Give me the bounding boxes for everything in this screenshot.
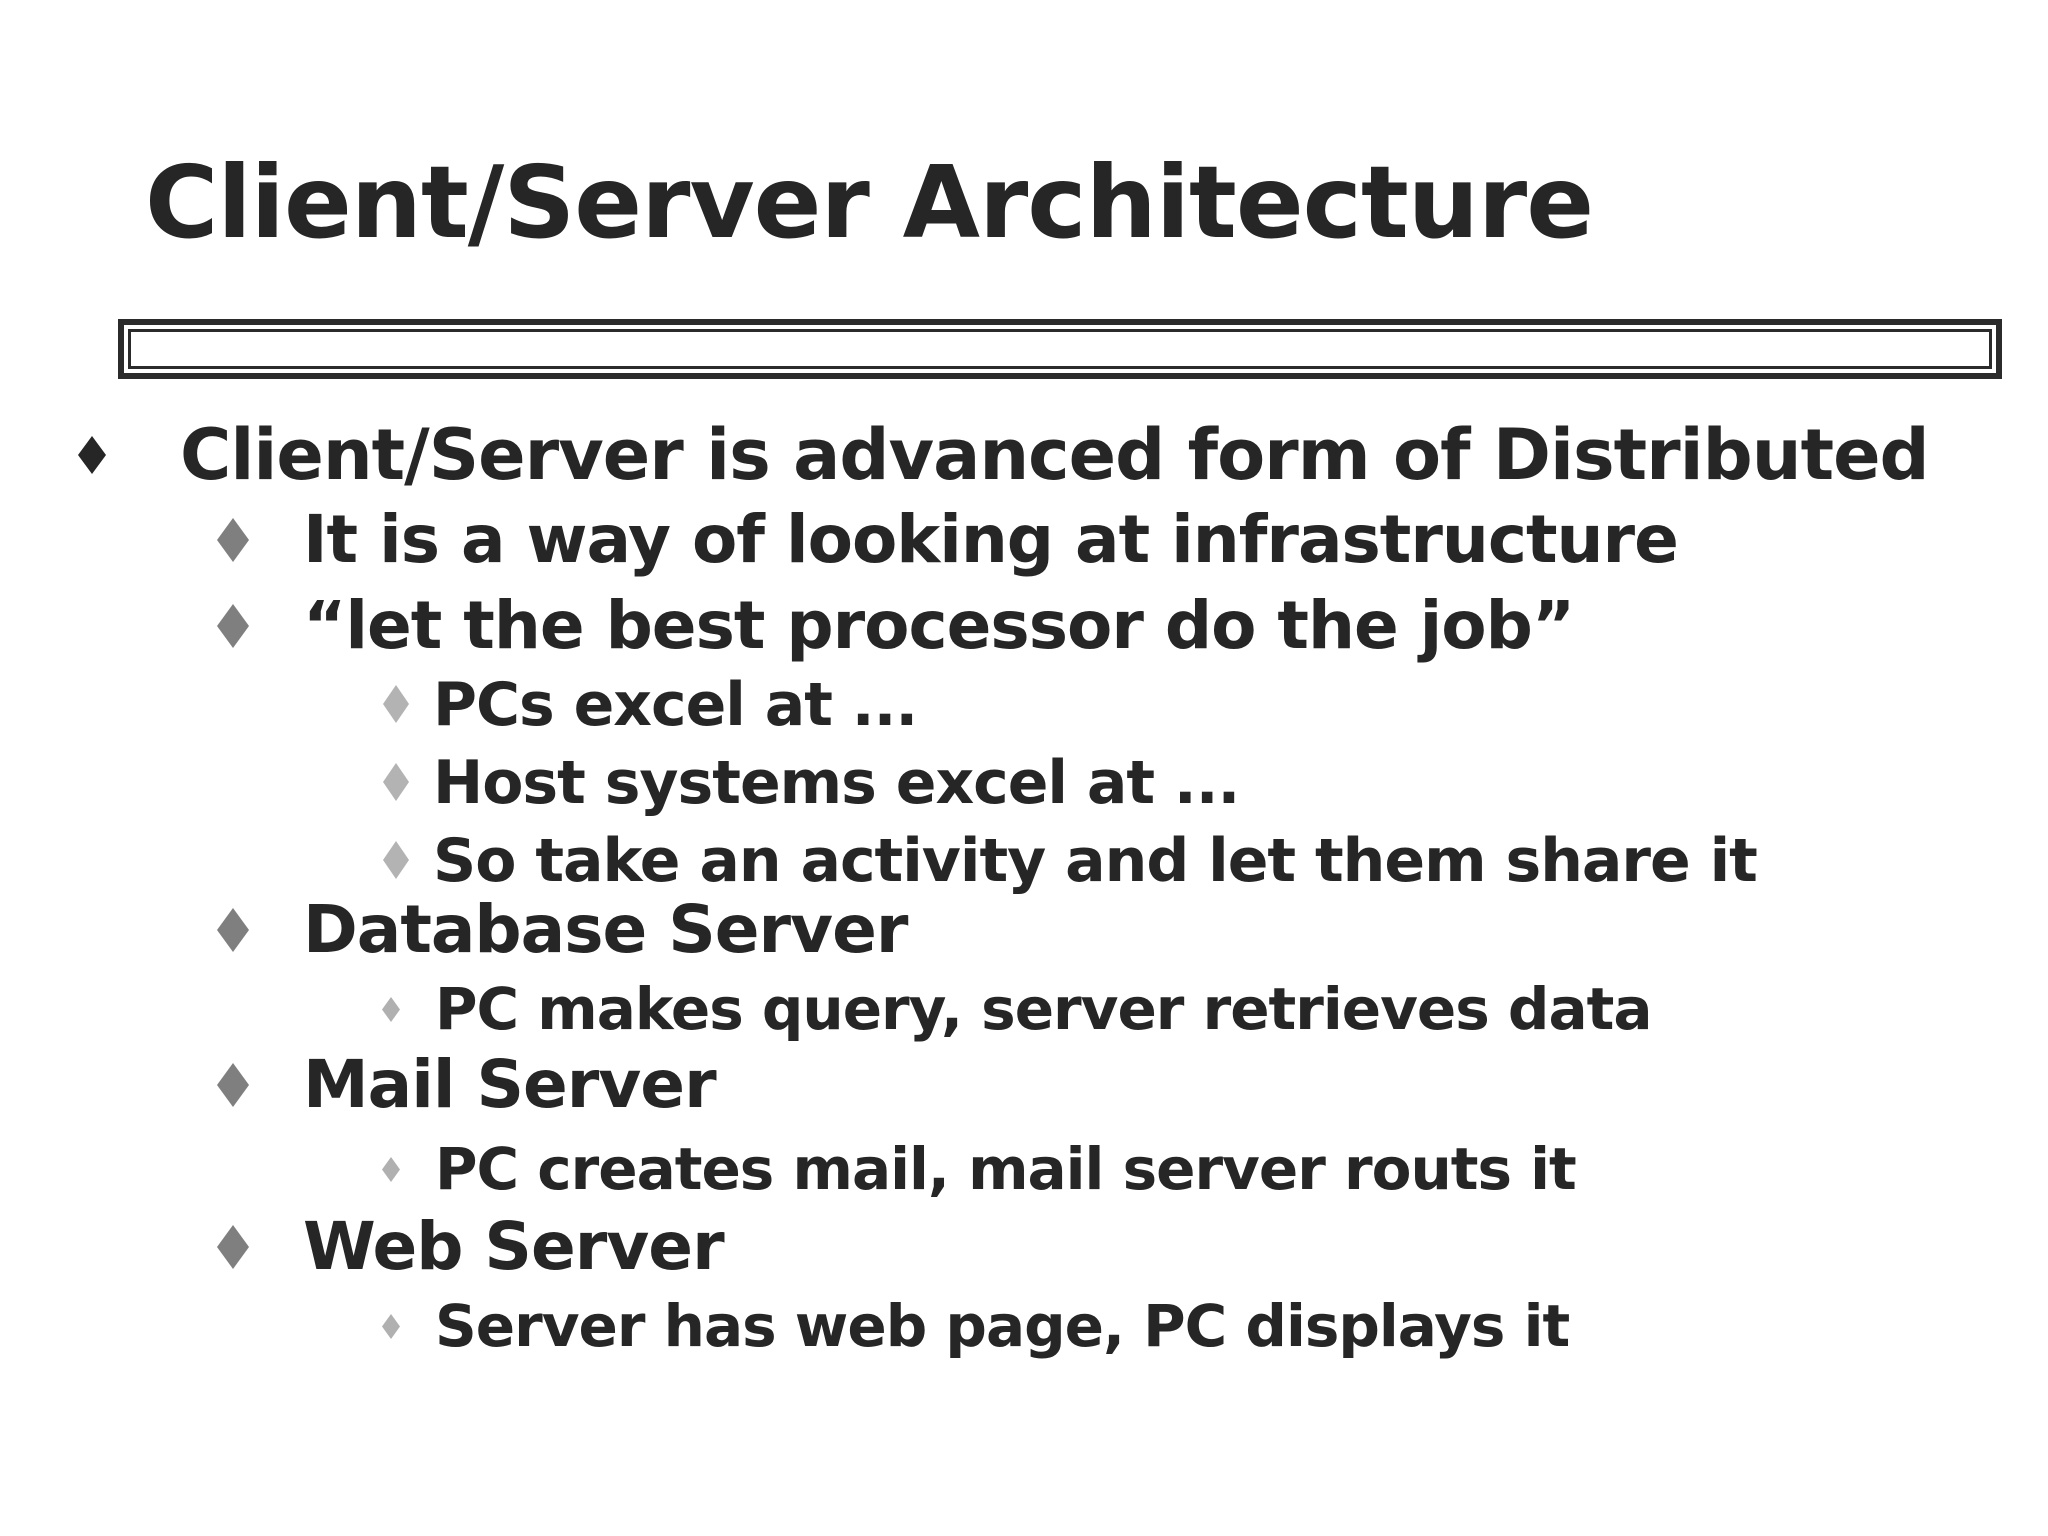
bullet-text: PC creates mail, mail server routs it [435, 1135, 1577, 1203]
bullet-text: PCs excel at ... [433, 670, 918, 740]
bullet-text: Mail Server [303, 1046, 717, 1123]
bullet-text: PC makes query, server retrieves data [435, 975, 1652, 1043]
diamond-bullet-icon [382, 1314, 400, 1339]
title-divider-bar [118, 319, 2002, 379]
diamond-bullet-icon [383, 841, 409, 879]
diamond-bullet-icon [217, 1225, 249, 1269]
bullet-text: It is a way of looking at infrastructure [303, 501, 1679, 578]
bullet-item-level2: Database Server [217, 897, 908, 963]
bullet-item-level2: “let the best processor do the job” [217, 593, 1575, 659]
slide-title: Client/Server Architecture [145, 144, 1594, 261]
diamond-bullet-icon [382, 1157, 400, 1182]
diamond-bullet-icon [382, 997, 400, 1022]
bullet-text: Database Server [303, 891, 908, 968]
diamond-bullet-icon [217, 518, 249, 562]
bullet-text: “let the best processor do the job” [303, 587, 1575, 664]
diamond-bullet-icon [217, 604, 249, 648]
bullet-item-level4: Server has web page, PC displays it [382, 1297, 1570, 1355]
diamond-bullet-icon [383, 685, 409, 723]
bullet-item-level4: PC makes query, server retrieves data [382, 980, 1652, 1038]
bullet-item-level3: PCs excel at ... [383, 675, 918, 735]
bullet-text: Web Server [303, 1208, 725, 1285]
bullet-item-level2: It is a way of looking at infrastructure [217, 507, 1679, 573]
diamond-bullet-icon [383, 763, 409, 801]
diamond-bullet-icon [78, 436, 106, 474]
bullet-item-level1: Client/Server is advanced form of Distri… [78, 420, 1930, 490]
bullet-text: Host systems excel at ... [433, 748, 1240, 818]
bullet-text: Client/Server is advanced form of Distri… [180, 414, 1930, 496]
bullet-text: Server has web page, PC displays it [435, 1292, 1570, 1360]
title-divider-bar-inner [128, 329, 1992, 369]
bullet-item-level4: PC creates mail, mail server routs it [382, 1140, 1577, 1198]
diamond-bullet-icon [217, 1063, 249, 1107]
bullet-item-level3: Host systems excel at ... [383, 753, 1240, 813]
bullet-item-level2: Web Server [217, 1214, 725, 1280]
diamond-bullet-icon [217, 908, 249, 952]
bullet-text: So take an activity and let them share i… [433, 826, 1758, 896]
bullet-item-level3: So take an activity and let them share i… [383, 831, 1758, 891]
bullet-item-level2: Mail Server [217, 1052, 717, 1118]
